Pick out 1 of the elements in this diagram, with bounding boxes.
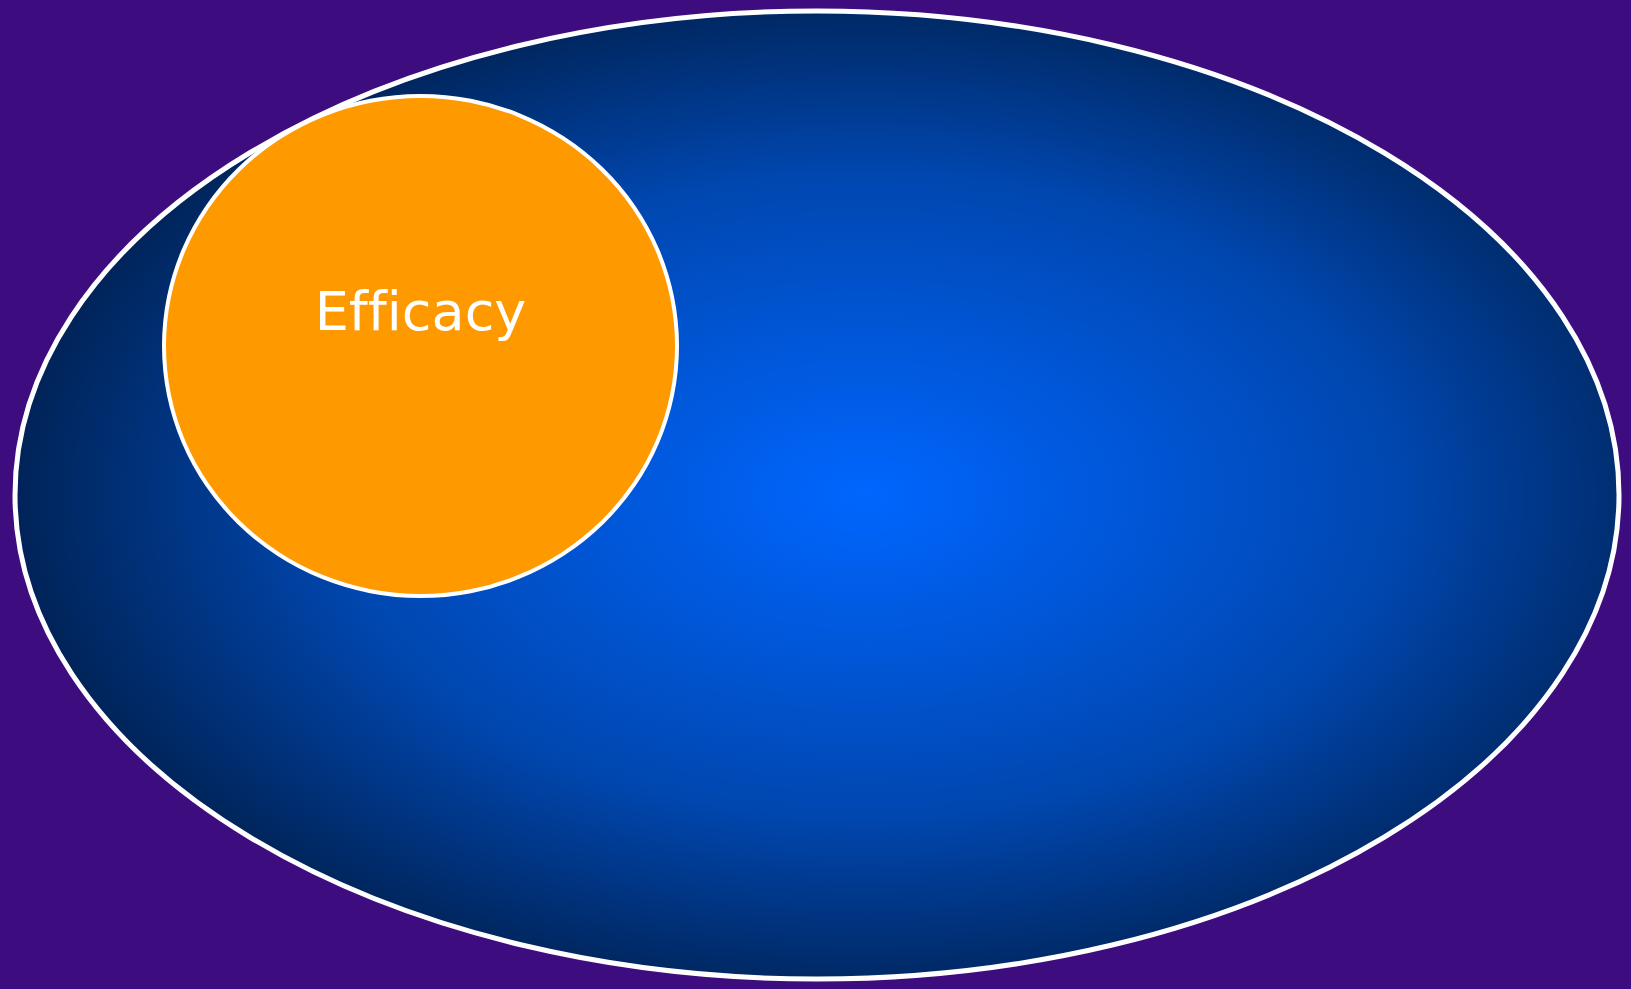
node-label: Efficacy — [314, 279, 527, 343]
